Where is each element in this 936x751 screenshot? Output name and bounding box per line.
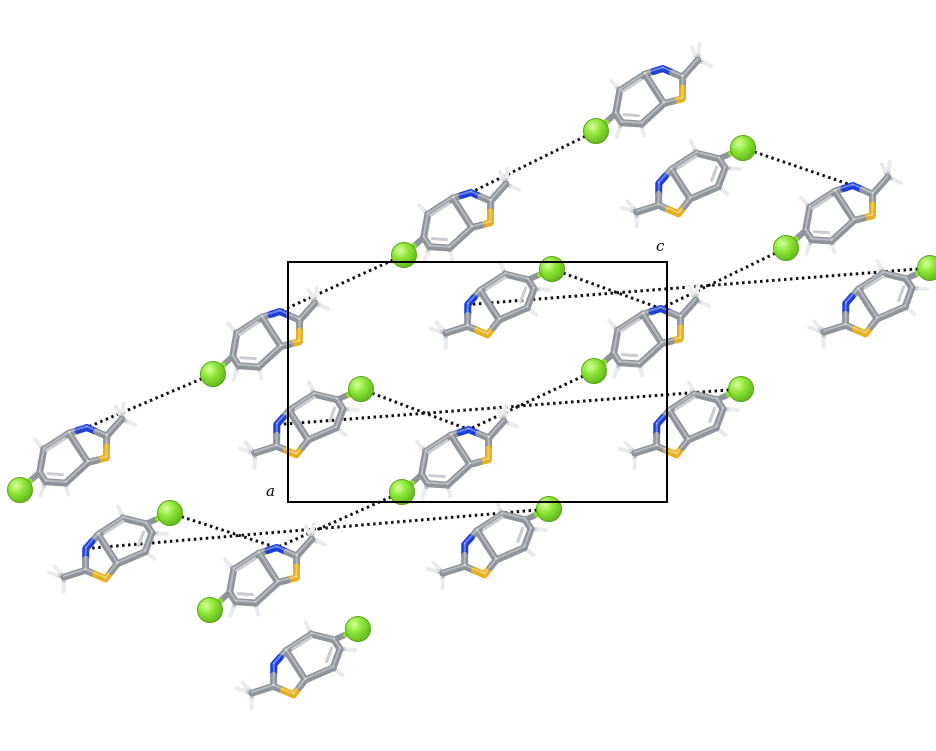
halogen-contact <box>86 372 214 429</box>
axis-label-c: c <box>656 237 665 255</box>
chlorine-atom <box>7 477 33 503</box>
halogen-contact <box>470 129 597 194</box>
chlorine-atom <box>157 500 183 526</box>
chlorine-atom <box>389 479 415 505</box>
halogen-contact-lines <box>85 129 931 551</box>
chlorine-atom <box>200 361 226 387</box>
halogen-contact <box>467 266 931 307</box>
chlorine-atom <box>197 597 223 623</box>
benzothiazole-molecule <box>583 42 714 144</box>
chlorine-atom <box>728 376 754 402</box>
halogen-contact <box>276 490 403 549</box>
chlorine-atom <box>391 242 417 268</box>
benzothiazole-molecule <box>391 166 522 268</box>
chlorine-atom <box>773 235 799 261</box>
benzothiazole-molecule <box>7 401 138 503</box>
benzothiazole-molecule <box>46 500 183 594</box>
benzothiazole-molecule <box>773 159 904 261</box>
benzothiazole-molecule <box>389 403 520 505</box>
halogen-contact <box>742 146 854 187</box>
chlorine-atom <box>730 135 756 161</box>
chlorine-atom <box>348 376 374 402</box>
halogen-contact <box>279 253 405 313</box>
axis-label-a: a <box>266 482 275 500</box>
unit-cell-outline <box>287 261 668 503</box>
chlorine-atom <box>536 496 562 522</box>
benzothiazole-molecule <box>425 496 562 590</box>
benzothiazole-molecule <box>234 616 371 710</box>
benzothiazole-molecule <box>617 376 754 470</box>
benzothiazole-molecule <box>806 255 936 349</box>
benzothiazole-molecule <box>581 282 712 384</box>
halogen-contact <box>660 246 787 310</box>
molecule-layer <box>7 42 936 710</box>
benzothiazole-molecule <box>200 285 331 387</box>
chlorine-atom <box>583 118 609 144</box>
chlorine-atom <box>539 256 565 282</box>
benzothiazole-molecule <box>197 521 328 623</box>
halogen-contact <box>360 387 470 431</box>
halogen-contact <box>551 267 662 310</box>
chlorine-atom <box>917 255 936 281</box>
benzothiazole-molecule <box>619 135 756 229</box>
chlorine-atom <box>581 358 607 384</box>
chlorine-atom <box>345 616 371 642</box>
halogen-contact <box>468 369 595 431</box>
halogen-contact <box>169 511 278 549</box>
benzothiazole-molecule <box>237 376 374 470</box>
